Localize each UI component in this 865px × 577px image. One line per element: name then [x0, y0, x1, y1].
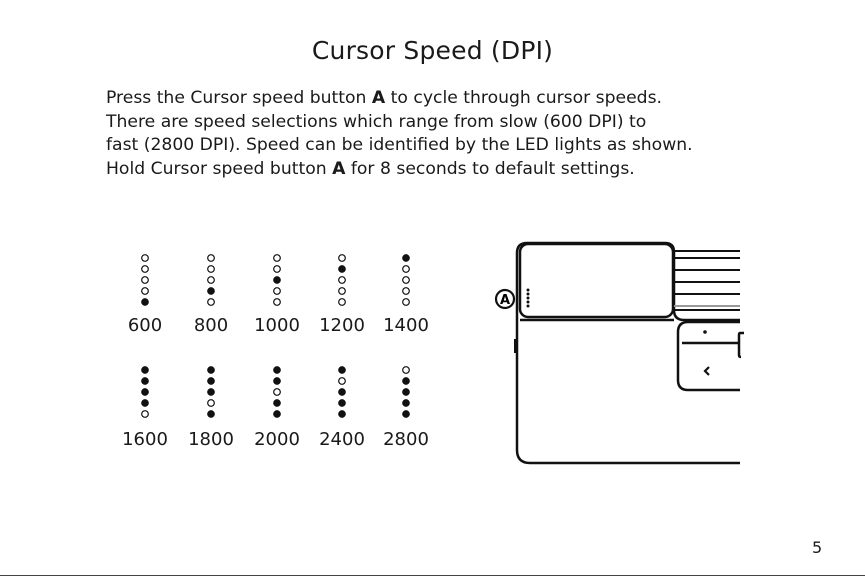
chevron-left-icon	[703, 366, 710, 376]
led-off	[141, 410, 149, 418]
dpi-label: 2800	[383, 429, 429, 450]
led-on	[207, 388, 215, 396]
text: There are speed selections which range f…	[106, 111, 647, 132]
led-on	[141, 298, 149, 306]
led-off	[273, 265, 281, 273]
led-off	[338, 276, 346, 284]
button-ref: A	[371, 88, 386, 108]
led-pattern-1400: 1400	[383, 254, 429, 336]
side-button	[514, 339, 517, 353]
text: Press the Cursor speed button	[106, 88, 372, 108]
led-off	[273, 388, 281, 396]
led-on	[207, 377, 215, 385]
dpi-label: 1800	[188, 429, 234, 450]
instructions-paragraph: Press the Cursor speed button A to cycle…	[106, 87, 693, 181]
led-pattern-grid: 600 800 1000 1200 1400 1600 1800 2000 2400 2800	[122, 254, 429, 450]
led-off	[402, 366, 410, 374]
led-off	[338, 254, 346, 262]
led-on	[338, 388, 346, 396]
led-on	[207, 410, 215, 418]
led-off	[402, 287, 410, 295]
led-on	[402, 377, 410, 385]
dpi-label: 600	[128, 315, 162, 336]
led-off	[207, 254, 215, 262]
dpi-label: 1000	[254, 315, 300, 336]
led-indicator	[526, 288, 530, 308]
divider	[0, 575, 865, 576]
led-off	[273, 298, 281, 306]
page-number: 5	[812, 538, 823, 557]
led-pattern-800: 800	[194, 254, 228, 336]
text: fast (2800 DPI). Speed can be identified…	[106, 135, 693, 155]
dpi-label: 1400	[383, 315, 429, 336]
text: to cycle through cursor speeds.	[385, 88, 662, 108]
led-on	[338, 366, 346, 374]
dpi-label: 1200	[319, 315, 365, 336]
led-off	[273, 287, 281, 295]
led-pattern-1000: 1000	[254, 254, 300, 336]
led-off	[338, 377, 346, 385]
led-on	[338, 410, 346, 418]
text: Hold Cursor speed button	[106, 158, 333, 179]
led-pattern-2400: 2400	[319, 366, 365, 450]
dpi-label: 800	[194, 315, 228, 336]
button-ref: A	[332, 158, 346, 179]
led-pattern-1200: 1200	[319, 254, 365, 336]
led-on	[273, 377, 281, 385]
dpi-label: 1600	[122, 429, 168, 450]
led-on	[207, 366, 215, 374]
led-off	[207, 298, 215, 306]
led-off	[402, 298, 410, 306]
led-off	[141, 265, 149, 273]
led-on	[402, 388, 410, 396]
led-pattern-2000: 2000	[254, 366, 300, 450]
led-off	[338, 298, 346, 306]
led-on	[141, 388, 149, 396]
led-off	[207, 399, 215, 407]
led-on	[141, 399, 149, 407]
led-on	[338, 265, 346, 273]
led-off	[338, 287, 346, 295]
led-off	[141, 254, 149, 262]
led-off	[402, 265, 410, 273]
dpi-label: 2000	[254, 429, 300, 450]
led-off	[207, 276, 215, 284]
callout-label: A	[500, 293, 510, 308]
led-on	[141, 366, 149, 374]
led-on	[141, 377, 149, 385]
led-pattern-1600: 1600	[122, 366, 168, 450]
led-pattern-1800: 1800	[188, 366, 234, 450]
led-off	[141, 287, 149, 295]
led-on	[273, 399, 281, 407]
dpi-label: 2400	[319, 429, 365, 450]
led-on	[273, 410, 281, 418]
led-off	[141, 276, 149, 284]
led-pattern-2800: 2800	[383, 366, 429, 450]
led-off	[207, 265, 215, 273]
device-illustration: A	[494, 241, 744, 465]
led-off	[402, 276, 410, 284]
led-on	[338, 399, 346, 407]
led-on	[273, 366, 281, 374]
led-on	[402, 410, 410, 418]
led-off	[273, 254, 281, 262]
text: for 8 seconds to default settings.	[345, 158, 635, 179]
led-on	[273, 276, 281, 284]
led-on	[402, 399, 410, 407]
page-title: Cursor Speed (DPI)	[311, 36, 554, 65]
led-on	[402, 254, 410, 262]
callout-a: A	[494, 288, 516, 310]
led-pattern-600: 600	[128, 254, 162, 336]
led-on	[207, 287, 215, 295]
